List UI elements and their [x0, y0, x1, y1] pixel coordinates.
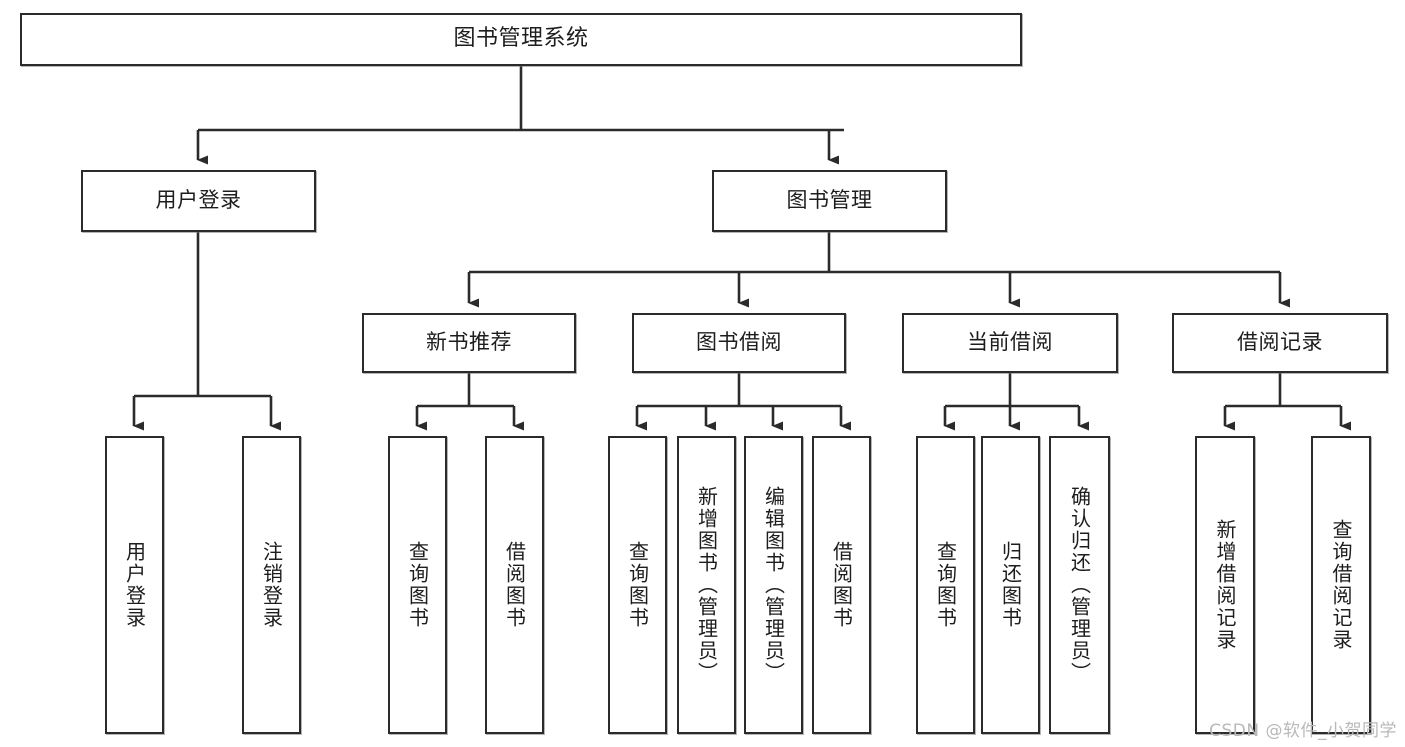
node-leaf-user-login[interactable]: 用户登录 [105, 436, 164, 734]
node-label-borrow-record: 借阅记录 [1237, 330, 1323, 355]
node-leaf-confirm-return[interactable]: 确认归还（管理员） [1049, 436, 1110, 734]
node-new-book-recommend[interactable]: 新书推荐 [362, 313, 576, 373]
node-current-borrow[interactable]: 当前借阅 [902, 313, 1118, 373]
node-label-leaf-query-book-1: 查询图书 [405, 541, 430, 629]
node-leaf-edit-book[interactable]: 编辑图书（管理员） [744, 436, 803, 734]
node-label-leaf-query-book-2: 查询图书 [625, 541, 650, 629]
node-label-user-login: 用户登录 [155, 188, 242, 213]
node-label-leaf-add-record: 新增借阅记录 [1213, 519, 1237, 651]
node-label-leaf-add-book: 新增图书（管理员） [694, 486, 719, 684]
node-leaf-add-book[interactable]: 新增图书（管理员） [677, 436, 736, 734]
node-book-management[interactable]: 图书管理 [712, 170, 947, 232]
node-label-leaf-borrow-book-2: 借阅图书 [829, 541, 854, 629]
node-label-leaf-logout-login: 注销登录 [259, 541, 284, 629]
node-label-leaf-query-book-3: 查询图书 [933, 541, 958, 629]
node-label-leaf-confirm-return: 确认归还（管理员） [1067, 486, 1092, 684]
node-label-leaf-return-book: 归还图书 [998, 541, 1023, 629]
node-label-leaf-borrow-book-1: 借阅图书 [502, 541, 527, 629]
node-label-root: 图书管理系统 [453, 26, 589, 52]
node-user-login[interactable]: 用户登录 [81, 170, 316, 232]
node-leaf-borrow-book-1[interactable]: 借阅图书 [485, 436, 544, 734]
node-leaf-borrow-book-2[interactable]: 借阅图书 [812, 436, 871, 734]
node-root-library-system[interactable]: 图书管理系统 [20, 13, 1022, 66]
node-label-new-book-recommend: 新书推荐 [426, 330, 512, 355]
node-label-current-borrow: 当前借阅 [967, 330, 1053, 355]
node-book-borrow[interactable]: 图书借阅 [632, 313, 846, 373]
node-leaf-query-record[interactable]: 查询借阅记录 [1311, 436, 1371, 734]
csdn-watermark: CSDN @软件_小贺同学 [1209, 721, 1397, 741]
node-label-leaf-user-login: 用户登录 [122, 541, 147, 629]
node-leaf-query-book-2[interactable]: 查询图书 [608, 436, 667, 734]
node-leaf-return-book[interactable]: 归还图书 [981, 436, 1040, 734]
node-leaf-add-record[interactable]: 新增借阅记录 [1195, 436, 1255, 734]
node-label-book-borrow: 图书借阅 [696, 330, 782, 355]
node-borrow-record[interactable]: 借阅记录 [1172, 313, 1388, 373]
node-leaf-query-book-3[interactable]: 查询图书 [916, 436, 975, 734]
node-label-book-management: 图书管理 [786, 188, 873, 213]
node-leaf-query-book-1[interactable]: 查询图书 [388, 436, 447, 734]
node-label-leaf-query-record: 查询借阅记录 [1329, 519, 1353, 651]
node-label-leaf-edit-book: 编辑图书（管理员） [761, 486, 786, 684]
node-leaf-logout-login[interactable]: 注销登录 [242, 436, 301, 734]
